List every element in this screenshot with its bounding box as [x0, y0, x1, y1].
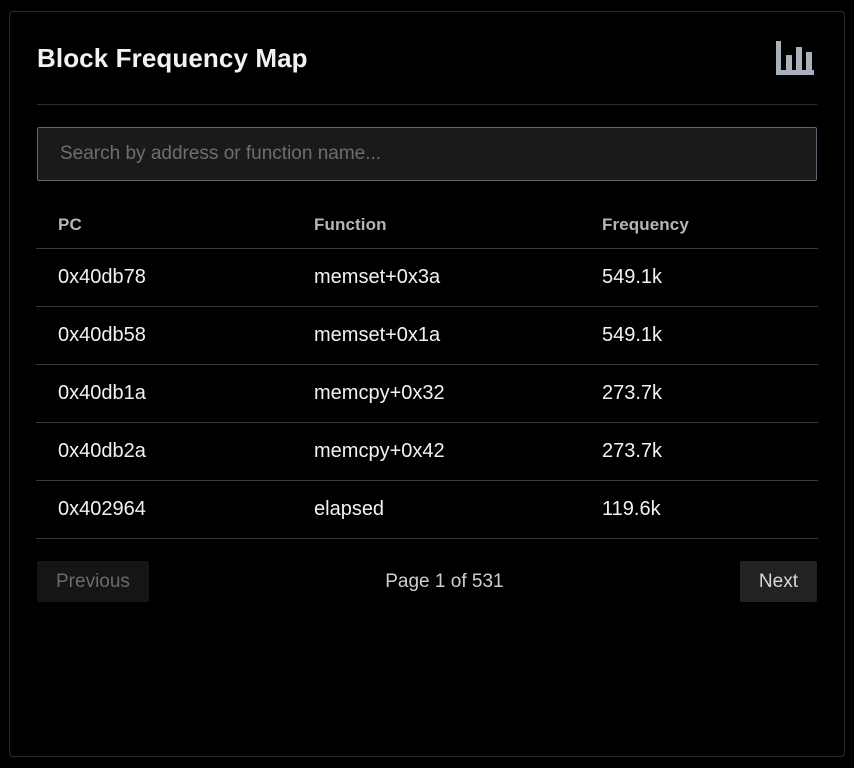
cell-frequency: 549.1k — [602, 248, 818, 307]
table-body: 0x40db78 memset+0x3a 549.1k 0x40db58 mem… — [36, 248, 818, 539]
table-row[interactable]: 0x40db58 memset+0x1a 549.1k — [36, 306, 818, 365]
cell-pc: 0x40db1a — [36, 364, 314, 423]
table-row[interactable]: 0x40db78 memset+0x3a 549.1k — [36, 248, 818, 307]
page-status: Page 1 of 531 — [385, 570, 504, 592]
column-header-function[interactable]: Function — [314, 203, 602, 249]
previous-page-button[interactable]: Previous — [37, 561, 149, 602]
table-header: PC Function Frequency — [36, 203, 818, 249]
column-header-frequency[interactable]: Frequency — [602, 203, 818, 249]
cell-pc: 0x40db78 — [36, 248, 314, 307]
cell-function: elapsed — [314, 480, 602, 539]
cell-frequency: 119.6k — [602, 480, 818, 539]
block-frequency-table: PC Function Frequency 0x40db78 memset+0x… — [36, 203, 818, 539]
pagination: Previous Page 1 of 531 Next — [36, 561, 818, 602]
bar-chart-icon[interactable] — [773, 38, 817, 78]
cell-frequency: 549.1k — [602, 306, 818, 365]
cell-pc: 0x40db2a — [36, 422, 314, 481]
cell-function: memcpy+0x42 — [314, 422, 602, 481]
cell-function: memset+0x1a — [314, 306, 602, 365]
header-divider — [37, 104, 817, 105]
card-header: Block Frequency Map — [36, 12, 818, 104]
cell-function: memcpy+0x32 — [314, 364, 602, 423]
cell-frequency: 273.7k — [602, 422, 818, 481]
table-row[interactable]: 0x40db2a memcpy+0x42 273.7k — [36, 422, 818, 481]
search-container — [36, 105, 818, 181]
table-row[interactable]: 0x40db1a memcpy+0x32 273.7k — [36, 364, 818, 423]
cell-function: memset+0x3a — [314, 248, 602, 307]
block-frequency-map-card: Block Frequency Map PC Function — [9, 11, 845, 757]
table-row[interactable]: 0x402964 elapsed 119.6k — [36, 480, 818, 539]
table-header-row: PC Function Frequency — [36, 203, 818, 249]
column-header-pc[interactable]: PC — [36, 203, 314, 249]
cell-pc: 0x40db58 — [36, 306, 314, 365]
next-page-button[interactable]: Next — [739, 561, 817, 602]
cell-pc: 0x402964 — [36, 480, 314, 539]
search-input[interactable] — [37, 127, 817, 181]
page-title: Block Frequency Map — [37, 43, 308, 73]
cell-frequency: 273.7k — [602, 364, 818, 423]
